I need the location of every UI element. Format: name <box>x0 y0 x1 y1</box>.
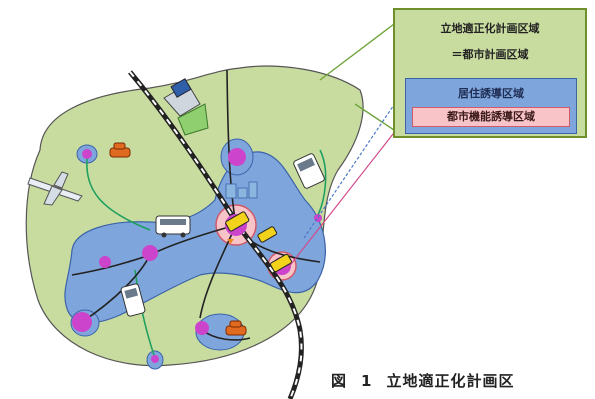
hub-dot <box>228 148 246 166</box>
train-icon <box>257 226 278 243</box>
hub-dot <box>82 149 92 159</box>
figure-number: 1 <box>361 372 373 390</box>
legend-title-line2: ＝都市計画区域 <box>451 48 529 61</box>
bus-icon <box>155 215 191 238</box>
car-icon <box>109 142 131 158</box>
figure-label: 図 <box>331 372 348 390</box>
transit-line <box>317 149 327 216</box>
hub-dot <box>72 312 92 332</box>
bus-icon <box>120 283 146 317</box>
leader-line-planning-area <box>354 103 395 131</box>
orange-marker <box>227 239 234 244</box>
legend-residential-label: 居住誘導区域 <box>458 87 524 100</box>
car-icon <box>225 320 247 336</box>
hub-dot <box>142 245 158 261</box>
airplane-icon <box>27 171 83 206</box>
legend-residential-box: 居住誘導区域 都市機能誘導区域 <box>405 78 577 134</box>
figure-title: 立地適正化計画区 <box>386 372 515 390</box>
bus-icon <box>293 153 325 189</box>
solar-station-icon <box>163 78 209 136</box>
leader-line-planning-area <box>319 23 395 81</box>
road <box>199 224 237 319</box>
leader-line-urban-function <box>287 119 405 269</box>
road <box>226 69 237 226</box>
legend-planning-area-box: 立地適正化計画区域 ＝都市計画区域 居住誘導区域 都市機能誘導区域 <box>393 8 587 138</box>
railway-line <box>129 71 303 399</box>
legend-urban-function-box: 都市機能誘導区域 <box>412 107 570 127</box>
transit-line <box>86 157 151 231</box>
building-cluster-icon <box>225 181 258 199</box>
legend-title-line1: 立地適正化計画区域 <box>440 22 540 35</box>
hub-dot <box>99 256 111 268</box>
train-icon <box>225 211 250 232</box>
train-icon <box>270 253 292 273</box>
hub-dot <box>151 355 159 363</box>
hub-dot <box>195 321 209 335</box>
